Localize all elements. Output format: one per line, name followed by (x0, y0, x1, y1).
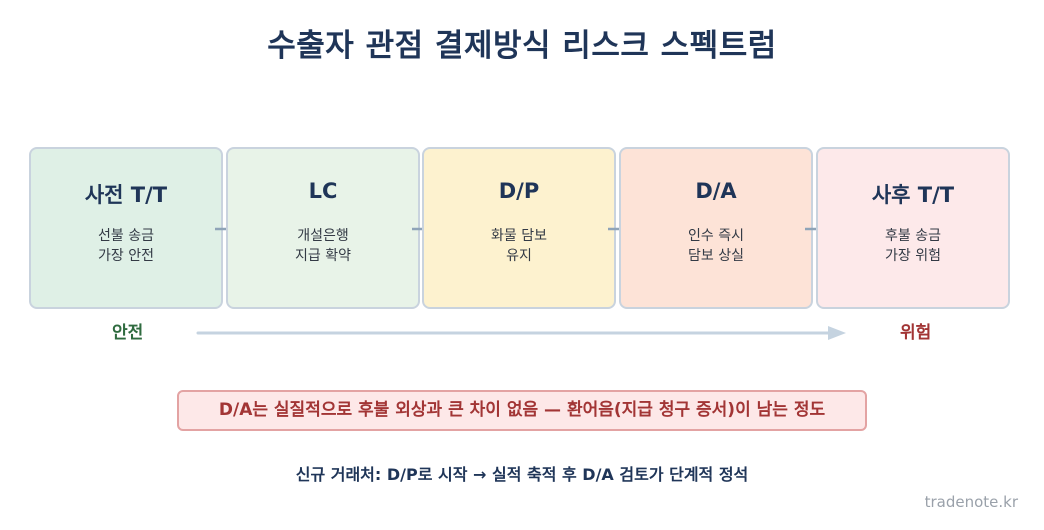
step-name: 사전 T/T (84, 183, 168, 207)
step-description-line: 유지 (506, 248, 532, 264)
step-description-line: 담보 상실 (688, 248, 744, 264)
step-description-line: 지급 확약 (295, 248, 351, 264)
step-description-line: 후불 송금 (885, 228, 941, 244)
diagram-title: 수출자 관점 결제방식 리스크 스펙트럼 (267, 28, 777, 64)
risk-spectrum-arrow (196, 326, 846, 340)
step-description-line: 가장 위험 (885, 248, 941, 264)
step-name: D/P (498, 179, 540, 203)
step-description-line: 개설은행 (297, 228, 349, 244)
step-description-line: 가장 안전 (98, 248, 154, 264)
step-name: D/A (695, 179, 737, 203)
step-name: LC (308, 179, 338, 203)
risk-label: 위험 (900, 323, 932, 343)
step-description-line: 화물 담보 (491, 228, 547, 244)
step-name: 사후 T/T (871, 183, 955, 207)
new-partner-guideline: 신규 거래처: D/P로 시작 → 실적 축적 후 D/A 검토가 단계적 정석 (295, 465, 749, 484)
da-warning-note: D/A는 실질적으로 후불 외상과 큰 차이 없음 — 환어음(지급 청구 증서… (177, 390, 867, 431)
brand-watermark: tradenote.kr (924, 493, 1018, 511)
step-description-line: 선불 송금 (98, 228, 154, 244)
safe-label: 안전 (112, 323, 144, 343)
step-description-line: 인수 즉시 (688, 228, 744, 244)
